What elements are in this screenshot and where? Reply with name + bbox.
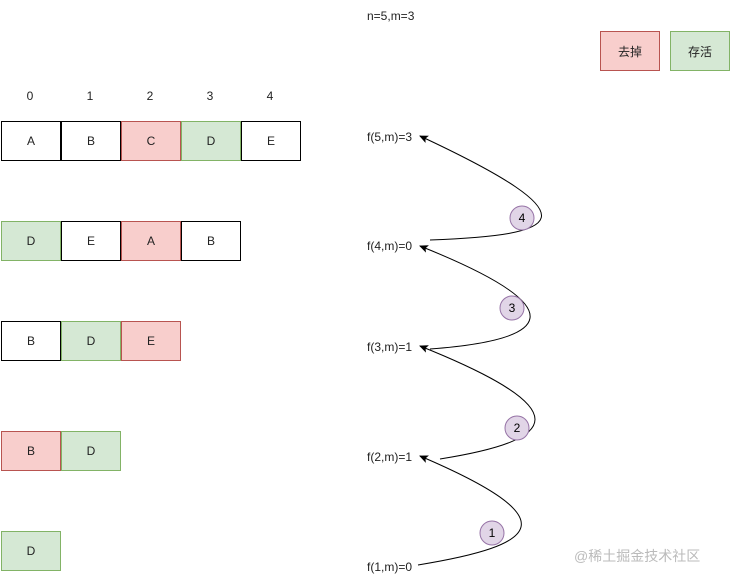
params-label: n=5,m=3 bbox=[367, 9, 415, 23]
step-number: 1 bbox=[489, 526, 496, 540]
array-cell: D bbox=[181, 121, 241, 161]
step-arrow-2 bbox=[419, 345, 536, 460]
array-cell: D bbox=[1, 531, 61, 571]
formula-label: f(5,m)=3 bbox=[367, 130, 413, 144]
array-cell: A bbox=[121, 221, 181, 261]
array-cell: D bbox=[1, 221, 61, 261]
array-cell: E bbox=[61, 221, 121, 261]
array-cell: B bbox=[1, 431, 61, 471]
formula-label: f(3,m)=1 bbox=[367, 340, 413, 354]
step-circle bbox=[479, 520, 505, 546]
step-number: 2 bbox=[514, 421, 521, 435]
step-circle bbox=[499, 295, 525, 321]
array-cell: E bbox=[241, 121, 301, 161]
formula-label: f(1,m)=0 bbox=[367, 560, 413, 574]
legend-removed: 去掉 bbox=[600, 31, 660, 71]
index-label: 0 bbox=[26, 89, 34, 103]
array-cell: D bbox=[61, 321, 121, 361]
legend-kept: 存活 bbox=[670, 31, 730, 71]
step-number: 4 bbox=[519, 211, 526, 225]
step-arrow-1 bbox=[417, 455, 522, 566]
index-label: 2 bbox=[146, 89, 154, 103]
array-cell: E bbox=[121, 321, 181, 361]
watermark: @稀土掘金技术社区 bbox=[574, 548, 701, 564]
step-arrow-3 bbox=[419, 245, 531, 350]
array-cell: B bbox=[181, 221, 241, 261]
array-cell: B bbox=[61, 121, 121, 161]
formula-label: f(4,m)=0 bbox=[367, 239, 413, 253]
step-circle bbox=[509, 205, 535, 231]
index-label: 1 bbox=[86, 89, 94, 103]
index-label: 4 bbox=[266, 89, 274, 103]
array-cell: D bbox=[61, 431, 121, 471]
formula-label: f(2,m)=1 bbox=[367, 450, 413, 464]
array-cell: C bbox=[121, 121, 181, 161]
array-cell: A bbox=[1, 121, 61, 161]
step-circle bbox=[504, 415, 530, 441]
step-arrow-4 bbox=[419, 135, 542, 241]
index-label: 3 bbox=[206, 89, 214, 103]
step-number: 3 bbox=[509, 301, 516, 315]
array-cell: B bbox=[1, 321, 61, 361]
